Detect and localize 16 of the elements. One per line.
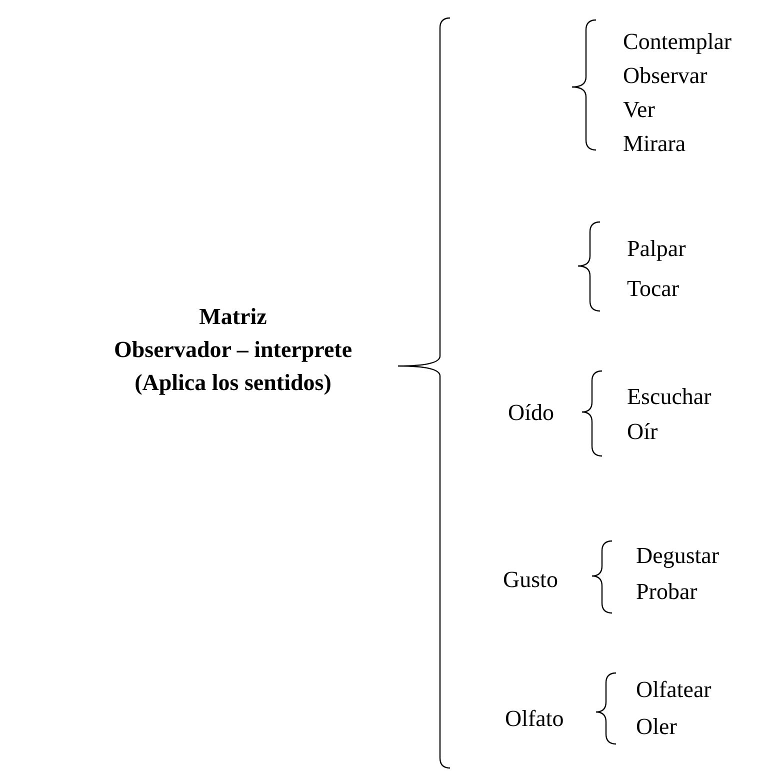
item-text: Gusto [503,567,558,593]
item-text: Mirara [623,131,686,157]
item-text: Oír [627,419,658,445]
item-text: Olfato [505,706,564,732]
item-text: Contemplar [623,29,732,55]
item-text: Escuchar [627,384,712,410]
item-text: Ver [623,97,655,123]
item-text: Palpar [627,236,686,262]
item-text: Olfatear [636,677,712,703]
item-text: Oler [636,714,677,740]
item-text: Oído [508,400,554,426]
item-text: Probar [636,579,698,605]
item-text: Observar [623,63,708,89]
heading-text: Matriz Observador – interprete (Aplica los sentidos) [112,303,354,397]
item-text: Degustar [636,543,720,569]
item-text: Tocar [627,276,680,302]
